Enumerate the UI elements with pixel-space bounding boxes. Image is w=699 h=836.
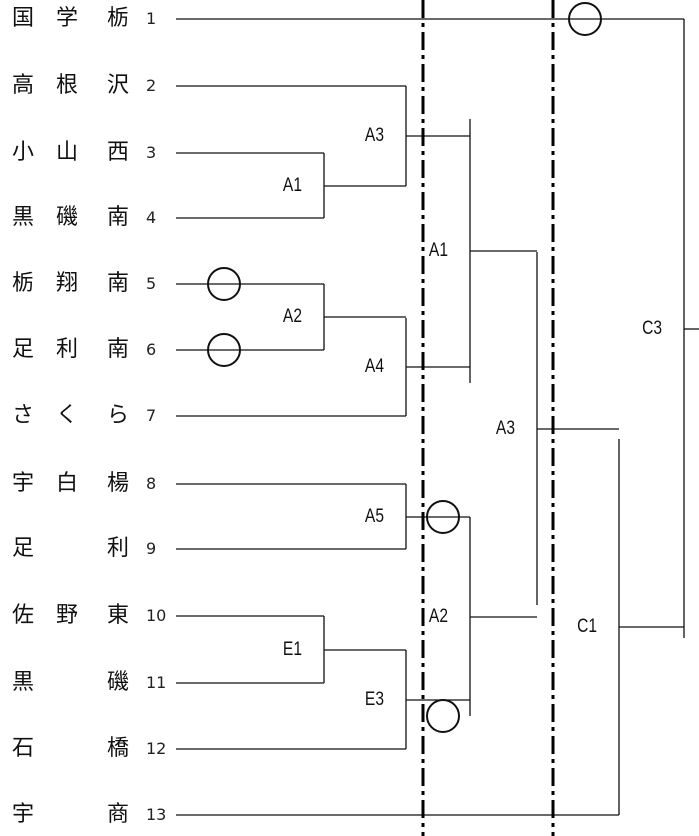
match-label: E1 bbox=[269, 639, 302, 661]
team-name-char: 宇 bbox=[11, 471, 34, 496]
team-name-char: 高 bbox=[11, 73, 34, 98]
seed-number: 7 bbox=[146, 406, 157, 425]
team-name-char: く bbox=[55, 403, 78, 428]
match-label: A1 bbox=[269, 175, 302, 197]
team-name-char: 楊 bbox=[106, 471, 129, 496]
seed-number: 5 bbox=[146, 274, 157, 293]
match-label: E3 bbox=[351, 689, 384, 711]
team-name-char: さ bbox=[11, 403, 34, 428]
team-name-char: 磯 bbox=[55, 205, 78, 230]
seed-number: 4 bbox=[146, 208, 157, 227]
team-row: 佐野 東 10 bbox=[0, 601, 170, 631]
seed-number: 9 bbox=[146, 539, 157, 558]
match-label: A2 bbox=[269, 306, 302, 328]
team-name-char: 宇 bbox=[11, 802, 34, 827]
team-name-char: 根 bbox=[55, 73, 78, 98]
seed-number: 2 bbox=[146, 76, 157, 95]
team-name-char: 石 bbox=[11, 736, 34, 761]
match-label: C3 bbox=[629, 318, 662, 340]
match-label: A3 bbox=[482, 418, 515, 440]
circle-marker-icon bbox=[426, 500, 460, 534]
team-name-char: 栃 bbox=[106, 6, 129, 31]
team-name-char: 翔 bbox=[55, 271, 78, 296]
team-name-char: 南 bbox=[106, 271, 129, 296]
circle-marker-icon bbox=[207, 333, 241, 367]
team-row: 宇 商 13 bbox=[0, 800, 170, 830]
team-row: 黒 磯 11 bbox=[0, 668, 170, 698]
team-name-char: 西 bbox=[106, 140, 129, 165]
seed-number: 11 bbox=[146, 673, 167, 692]
seed-number: 6 bbox=[146, 340, 157, 359]
team-name-char: 南 bbox=[106, 337, 129, 362]
match-label: A4 bbox=[351, 356, 384, 378]
team-name-char: 足 bbox=[11, 536, 34, 561]
team-name-char: 白 bbox=[55, 471, 78, 496]
team-name-char: 足 bbox=[11, 337, 34, 362]
team-name-char: 商 bbox=[106, 802, 129, 827]
team-name-char: 栃 bbox=[11, 271, 34, 296]
team-name-char: 山 bbox=[55, 140, 78, 165]
team-name-char: 小 bbox=[11, 140, 34, 165]
team-name-char: ら bbox=[106, 403, 129, 428]
team-name-char: 国 bbox=[11, 6, 34, 31]
team-name-char: 利 bbox=[106, 536, 129, 561]
seed-number: 3 bbox=[146, 143, 157, 162]
team-name-char: 学 bbox=[55, 6, 78, 31]
seed-number: 8 bbox=[146, 474, 157, 493]
seed-number: 10 bbox=[146, 606, 167, 625]
team-name-char: 佐 bbox=[11, 603, 34, 628]
team-name-char: 黒 bbox=[11, 205, 34, 230]
circle-marker-icon bbox=[426, 699, 460, 733]
match-label: C1 bbox=[564, 616, 597, 638]
team-name-char: 黒 bbox=[11, 670, 34, 695]
match-label: A5 bbox=[351, 506, 384, 528]
circle-marker-icon bbox=[207, 267, 241, 301]
team-name-char: 東 bbox=[106, 603, 129, 628]
team-name-char: 利 bbox=[55, 337, 78, 362]
seed-number: 12 bbox=[146, 739, 167, 758]
team-name-char: 橋 bbox=[106, 736, 129, 761]
seed-number: 1 bbox=[146, 9, 157, 28]
team-row: 石 橋 12 bbox=[0, 734, 170, 764]
team-name-char: 南 bbox=[106, 205, 129, 230]
team-name-char: 沢 bbox=[106, 73, 129, 98]
team-name-char: 野 bbox=[55, 603, 78, 628]
seed-number: 13 bbox=[146, 805, 167, 824]
team-name-char: 磯 bbox=[106, 670, 129, 695]
circle-marker-icon bbox=[568, 2, 602, 36]
match-label: A3 bbox=[351, 125, 384, 147]
